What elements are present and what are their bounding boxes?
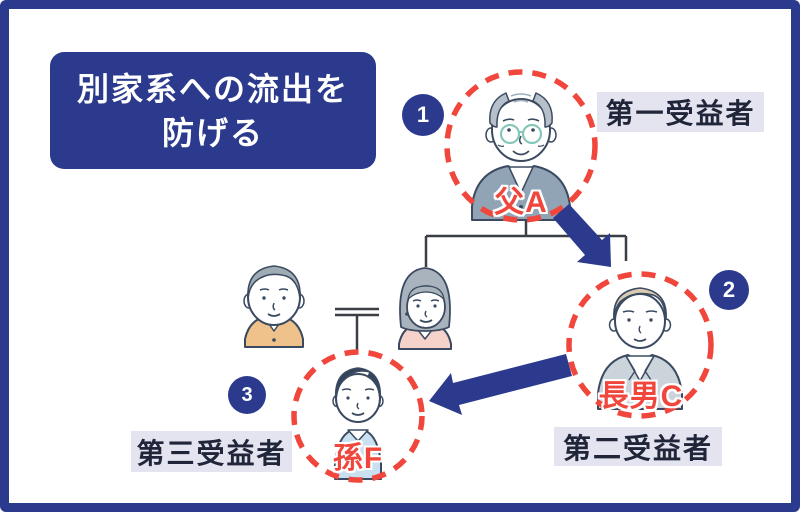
title-line2: 防げる bbox=[161, 114, 264, 151]
person-name-father: 父A bbox=[494, 186, 548, 219]
highlight-circle-father bbox=[444, 69, 598, 223]
highlight-circle-grandson bbox=[291, 349, 425, 483]
title-line1: 別家系への流出を bbox=[76, 70, 349, 107]
person-name-grandson: 孫F bbox=[332, 442, 384, 475]
husband-icon bbox=[243, 265, 305, 348]
arrow-son-to-grandson-icon bbox=[429, 354, 572, 415]
grandson-icon bbox=[332, 367, 384, 480]
wife-icon bbox=[398, 267, 452, 350]
step-badge-1: 1 bbox=[402, 94, 444, 136]
eldest-son-icon bbox=[597, 287, 683, 410]
role-label-third-beneficiary: 第三受益者 bbox=[131, 431, 292, 472]
elderly-father-icon bbox=[471, 92, 571, 221]
role-label-second-beneficiary: 第二受益者 bbox=[554, 427, 722, 466]
succession-arrows bbox=[429, 204, 611, 415]
step-badge-2: 2 bbox=[709, 270, 749, 310]
arrow-father-to-son-icon bbox=[553, 204, 611, 267]
family-tree-art bbox=[243, 69, 714, 483]
highlight-circles bbox=[291, 69, 714, 483]
highlight-circle-eldest-son bbox=[566, 271, 714, 419]
role-label-first-beneficiary: 第一受益者 bbox=[597, 92, 764, 132]
title-box: 別家系への流出を 防げる bbox=[50, 52, 376, 169]
person-name-eldest-son: 長男C bbox=[598, 380, 684, 413]
step-badge-3: 3 bbox=[228, 376, 266, 414]
